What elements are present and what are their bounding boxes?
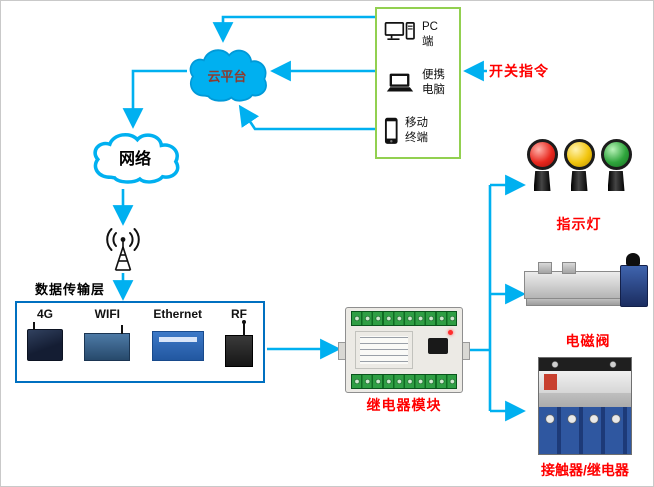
indicator-lights-image: [526, 139, 632, 191]
cloud-platform: 云平台: [183, 43, 271, 105]
module-wifi-label: WIFI: [94, 307, 120, 321]
network-label: 网络: [118, 151, 151, 168]
solenoid-valve-image: [524, 247, 652, 327]
arrow-mobile-to-cloud: [238, 104, 375, 131]
solenoid-valve-label: 电磁阀: [565, 333, 611, 349]
terminal-group-box: PC端 便携电脑 移动终端: [375, 7, 461, 159]
valve-knob: [626, 253, 640, 266]
terminal-laptop-label: 便携电脑: [422, 69, 445, 96]
switch-command-label: 开关指令: [489, 63, 549, 79]
lamp-red-base: [533, 171, 551, 191]
arrow-pc-to-cloud: [212, 15, 375, 43]
terminal-pc: PC端: [384, 12, 459, 58]
module-wifi-image: [84, 325, 131, 361]
contactor-mid-section: [539, 393, 631, 409]
module-rf: RF: [224, 307, 253, 367]
module-wifi: WIFI: [84, 307, 131, 361]
indicator-lamp-green: [600, 139, 632, 191]
contactor-label: 接触器/继电器: [541, 462, 629, 478]
module-rf-label: RF: [230, 307, 247, 321]
transport-box: 4G WIFI Ethernet RF: [15, 301, 265, 383]
transport-layer-title: 数据传输层: [35, 282, 106, 297]
cloud-platform-shape: [189, 49, 267, 102]
terminal-mobile: 移动终端: [384, 108, 459, 154]
terminal-laptop: 便携电脑: [384, 60, 459, 106]
module-4g: 4G: [27, 307, 63, 361]
contactor-top-terminals: [539, 358, 631, 371]
lamp-green-base: [607, 171, 625, 191]
indicator-lamp-yellow: [563, 139, 595, 191]
lamp-yellow-lens: [563, 139, 595, 170]
valve-port: [562, 262, 576, 274]
module-4g-image: [27, 322, 63, 361]
contactor-image: [538, 357, 632, 455]
cloud-platform-label: 云平台: [207, 68, 247, 84]
terminal-pc-label: PC端: [422, 21, 438, 48]
laptop-icon: [386, 73, 414, 91]
relay-terminal-strip-bottom: [351, 374, 457, 389]
valve-body: [524, 271, 626, 299]
lamp-green-lens: [600, 139, 632, 170]
network-cloud-shape: [93, 133, 180, 184]
lamp-yellow-base: [570, 171, 588, 191]
relay-sticker: [355, 331, 413, 369]
relay-chip: [428, 338, 448, 354]
module-ethernet-image: [151, 331, 204, 361]
relay-terminal-strip-top: [351, 311, 457, 326]
terminal-mobile-label: 移动终端: [405, 117, 428, 144]
network-cloud: 网络: [87, 128, 183, 186]
valve-port: [538, 262, 552, 274]
smartphone-icon: [384, 117, 398, 144]
contactor-brand-mark: [544, 374, 557, 390]
indicator-lights-label: 指示灯: [556, 216, 602, 232]
contactor-label-band: [539, 371, 631, 393]
relay-module-label: 继电器模块: [366, 397, 442, 413]
relay-module-image: [338, 307, 470, 393]
lamp-red-lens: [526, 139, 558, 170]
antenna-icon: [103, 227, 143, 273]
module-ethernet: Ethernet: [151, 307, 204, 361]
contactor-bottom-terminals: [539, 407, 631, 454]
module-ethernet-label: Ethernet: [153, 307, 202, 321]
valve-solenoid-coil: [620, 265, 648, 307]
relay-led: [448, 330, 453, 335]
indicator-lamp-red: [526, 139, 558, 191]
relay-board: [345, 307, 463, 393]
module-rf-image: [224, 320, 253, 367]
desktop-pc-icon: [384, 22, 415, 41]
module-4g-label: 4G: [36, 307, 53, 321]
arrow-cloud-to-network: [122, 69, 187, 129]
